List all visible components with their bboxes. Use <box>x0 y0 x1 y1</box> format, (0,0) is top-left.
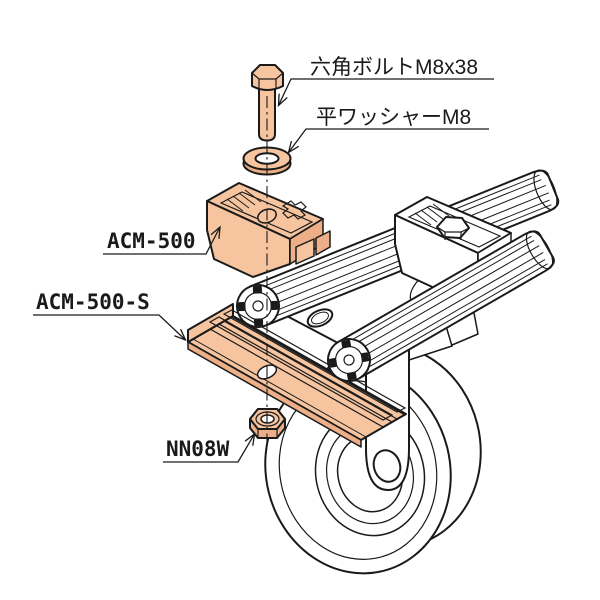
label-acm-500-s: ACM-500-S <box>36 290 150 314</box>
plate-slot-hole <box>306 308 334 328</box>
leader-flat-washer <box>289 128 489 153</box>
label-hex-bolt: 六角ボルトM8x38 <box>310 56 478 79</box>
part-acm-500-s-plate <box>187 303 407 448</box>
label-nn08w: NN08W <box>166 437 230 461</box>
part-hex-bolt <box>251 64 284 142</box>
leader-hex-bolt <box>279 78 494 106</box>
frame-rail-front <box>327 230 555 382</box>
bolt-head <box>251 64 284 91</box>
part-acm-500-bracket <box>206 182 331 278</box>
rail-end-cap <box>327 338 371 382</box>
leader-acm-500 <box>103 227 220 255</box>
callouts: 六角ボルトM8x38 平ワッシャーM8 ACM-500 ACM-500-S NN… <box>33 56 494 463</box>
label-flat-washer: 平ワッシャーM8 <box>316 106 471 129</box>
leader-acm-500-s <box>33 314 186 340</box>
leader-nn08w <box>163 434 255 463</box>
rail-end-face <box>533 169 558 211</box>
rail-end-cap <box>236 284 280 328</box>
bolt-shank <box>258 88 276 142</box>
rail-end-face <box>525 230 554 270</box>
label-acm-500: ACM-500 <box>107 229 196 253</box>
assembled-bolt-head <box>436 216 470 240</box>
axle-hole <box>372 449 402 483</box>
